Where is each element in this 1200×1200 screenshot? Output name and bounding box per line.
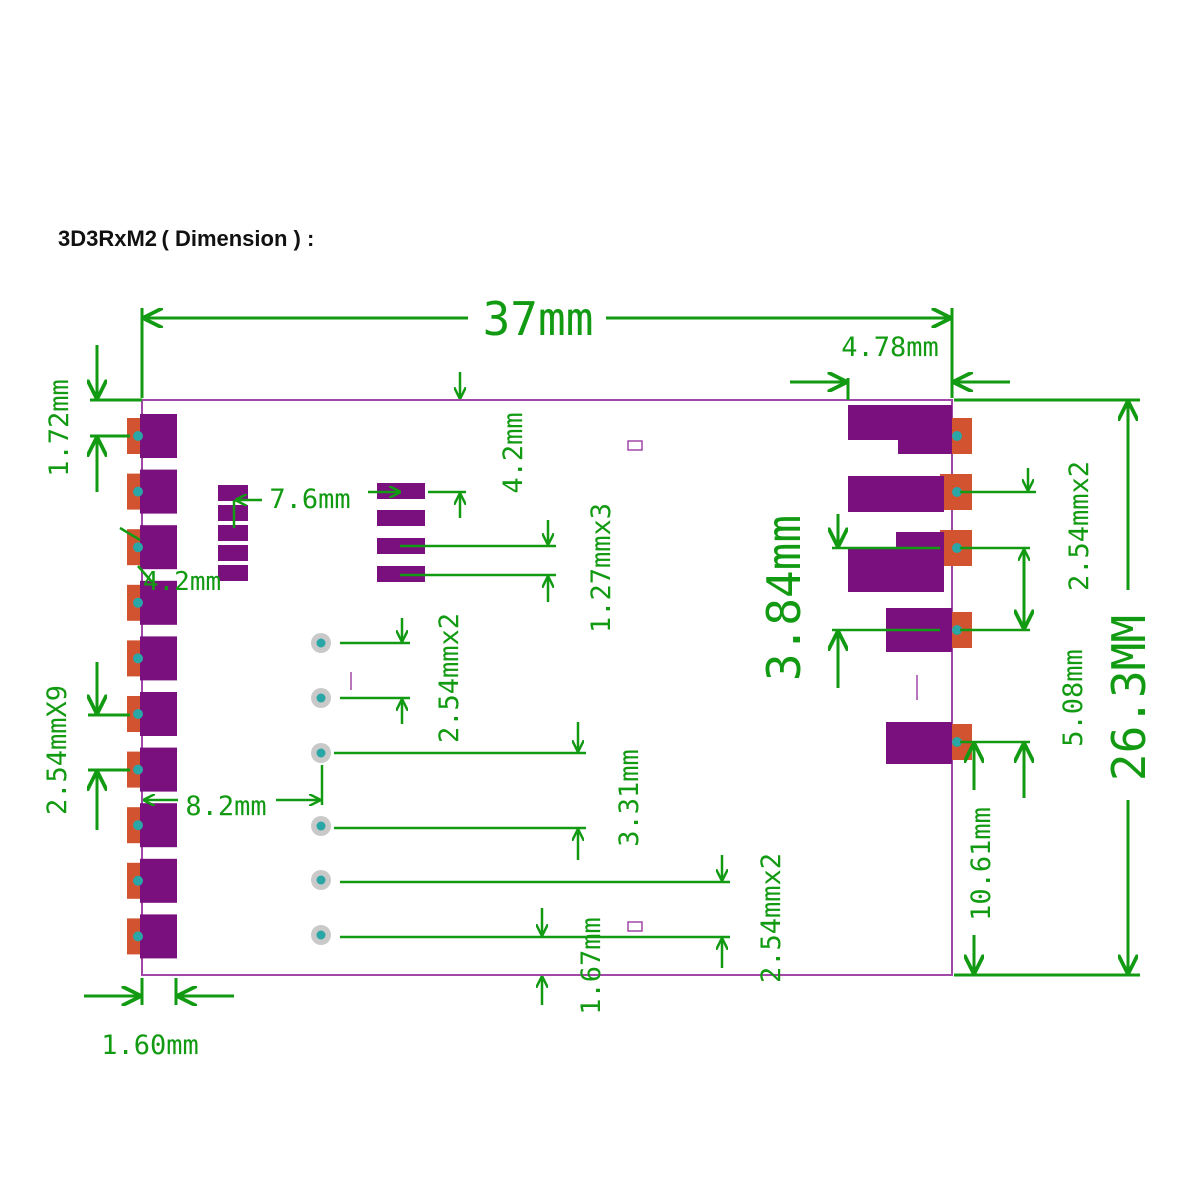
left-pad bbox=[127, 636, 177, 681]
dimension-lines bbox=[84, 308, 1140, 1005]
left-pad bbox=[127, 469, 177, 514]
left-pad bbox=[127, 803, 177, 848]
label-right-gap: 5.08mm bbox=[1058, 649, 1089, 747]
label-width: 37mm bbox=[483, 292, 594, 346]
label-hole-offset: 8.2mm bbox=[185, 791, 266, 822]
silk-mark bbox=[627, 440, 643, 451]
through-hole-column bbox=[311, 633, 331, 945]
through-hole bbox=[311, 633, 331, 653]
label-left-gap: 4.2mm bbox=[143, 567, 221, 597]
label-fine-pitch: 1.27mmx3 bbox=[586, 503, 617, 633]
label-lower-pitch: 2.54mmx2 bbox=[756, 853, 787, 983]
label-mid-pitch: 2.54mmx2 bbox=[434, 613, 465, 743]
small-pad-block bbox=[218, 485, 248, 581]
label-rf-gap: 3.84mm bbox=[757, 515, 811, 681]
left-pad bbox=[127, 525, 177, 570]
dimension-labels: 37mm 4.78mm 26.3MM 1.72mm 2.54mmX9 4.2mm… bbox=[42, 292, 1156, 1061]
left-pad bbox=[127, 858, 177, 903]
through-hole bbox=[311, 743, 331, 763]
silk-mark bbox=[627, 921, 643, 932]
label-top-margin: 1.72mm bbox=[44, 379, 75, 477]
module-name: 3D3RxM2 bbox=[58, 226, 158, 251]
through-hole bbox=[311, 688, 331, 708]
label-rf-width: 4.78mm bbox=[841, 332, 939, 363]
left-pad bbox=[127, 692, 177, 736]
label-right-bottom: 10.61mm bbox=[966, 807, 997, 921]
title-suffix: ( Dimension ) : bbox=[161, 226, 315, 251]
label-small-pitch: 7.6mm bbox=[269, 484, 350, 515]
fine-pad-block bbox=[377, 483, 425, 582]
label-hole-gap: 3.31mm bbox=[614, 749, 645, 847]
label-right-pitch: 2.54mmx2 bbox=[1064, 461, 1095, 591]
left-pad bbox=[127, 414, 177, 458]
label-left-pitch: 2.54mmX9 bbox=[42, 685, 73, 815]
label-bottom-offset: 1.67mm bbox=[576, 917, 607, 1015]
board-outline bbox=[141, 399, 953, 976]
left-pad bbox=[127, 580, 177, 625]
through-hole bbox=[311, 870, 331, 890]
left-pad bbox=[127, 914, 177, 959]
label-height: 26.3MM bbox=[1102, 615, 1156, 781]
through-hole bbox=[311, 925, 331, 945]
label-top-offset: 4.2mm bbox=[498, 412, 529, 493]
right-pad-column bbox=[848, 405, 972, 764]
left-pad-column bbox=[127, 414, 177, 959]
left-pad bbox=[127, 747, 177, 792]
label-edge-width: 1.60mm bbox=[101, 1030, 199, 1061]
drawing-title: 3D3RxM2 ( Dimension ) : bbox=[58, 226, 314, 252]
through-hole bbox=[311, 816, 331, 836]
